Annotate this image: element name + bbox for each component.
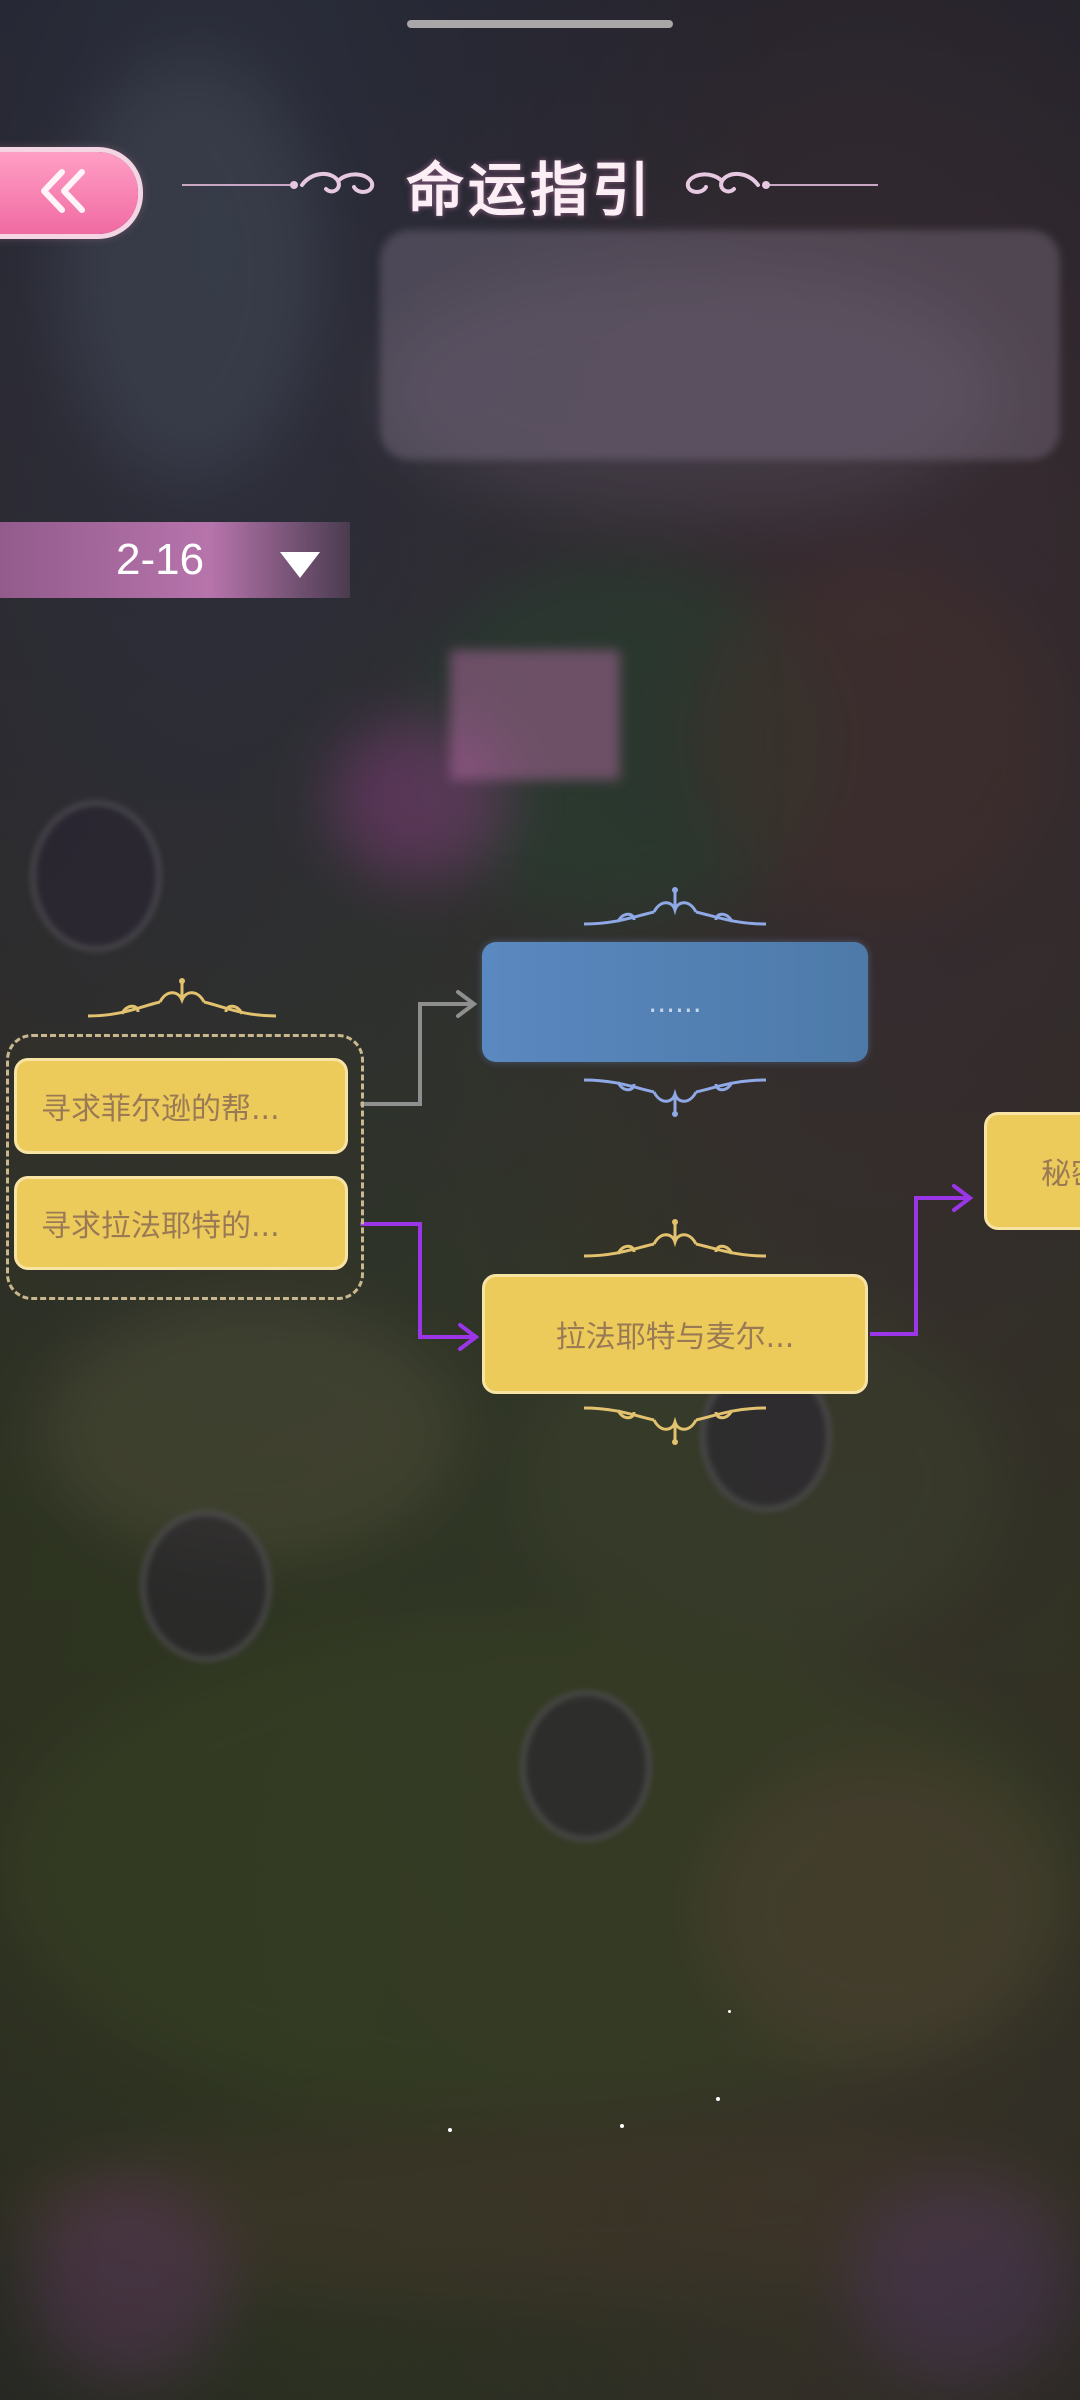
- faint-level-badge: [520, 1690, 652, 1842]
- locked-story-node-label: ......: [648, 985, 702, 1019]
- triangle-down-icon: [278, 550, 322, 584]
- active-path-arrowhead: [952, 1184, 974, 1212]
- locked-node-ornament-top: [580, 884, 770, 938]
- active-path-line: [870, 1196, 968, 1336]
- inactive-path-line: [360, 1002, 472, 1106]
- active-path-arrowhead: [458, 1323, 480, 1351]
- faint-sign: [450, 650, 620, 780]
- background-blur: [330, 720, 510, 880]
- faint-info-panel: [380, 230, 1060, 460]
- status-bar-indicator: [407, 20, 673, 28]
- current-node-ornament-bottom: [580, 1398, 770, 1452]
- inactive-path-arrowhead: [456, 990, 478, 1018]
- sparkle: [448, 2128, 452, 2132]
- page-title: 命运指引: [405, 156, 654, 224]
- choice-node-2-label: 寻求拉法耶特的...: [41, 1209, 280, 1244]
- background-blur: [850, 2180, 1070, 2380]
- background-blur: [30, 2180, 230, 2380]
- sparkle: [716, 2097, 720, 2101]
- background-blur: [60, 60, 320, 480]
- choice-node-1[interactable]: 寻求菲尔逊的帮...: [14, 1058, 348, 1154]
- sparkle: [620, 2124, 624, 2128]
- current-story-node[interactable]: 拉法耶特与麦尔...: [482, 1274, 868, 1394]
- double-chevron-left-icon: [26, 166, 92, 220]
- choice-node-2[interactable]: 寻求拉法耶特的...: [14, 1176, 348, 1270]
- active-path-line: [360, 1222, 474, 1339]
- background-blur: [700, 560, 1060, 920]
- page-header: 命运指引: [180, 140, 880, 230]
- faint-level-badge: [30, 800, 162, 952]
- background-blur: [40, 1300, 460, 1560]
- current-story-node-label: 拉法耶特与麦尔...: [555, 1320, 795, 1355]
- locked-node-ornament-bottom: [580, 1070, 770, 1124]
- current-node-ornament-top: [580, 1216, 770, 1270]
- background-blur: [700, 1760, 1060, 2060]
- title-flourish-left: [181, 165, 382, 205]
- locked-story-node: ......: [482, 942, 868, 1062]
- title-flourish-right: [678, 165, 878, 205]
- chapter-selector-value: 2-16: [116, 535, 205, 584]
- chapter-selector[interactable]: 2-16: [0, 522, 350, 598]
- node-ornament-top: [82, 976, 282, 1030]
- choice-node-1-label: 寻求菲尔逊的帮...: [41, 1092, 280, 1127]
- sparkle: [728, 2010, 731, 2013]
- background-blur: [380, 260, 1000, 520]
- faint-level-badge: [140, 1510, 272, 1662]
- next-story-node[interactable]: 秘密: [984, 1112, 1080, 1230]
- back-button[interactable]: [0, 152, 138, 234]
- next-story-node-label: 秘密: [1041, 1157, 1080, 1192]
